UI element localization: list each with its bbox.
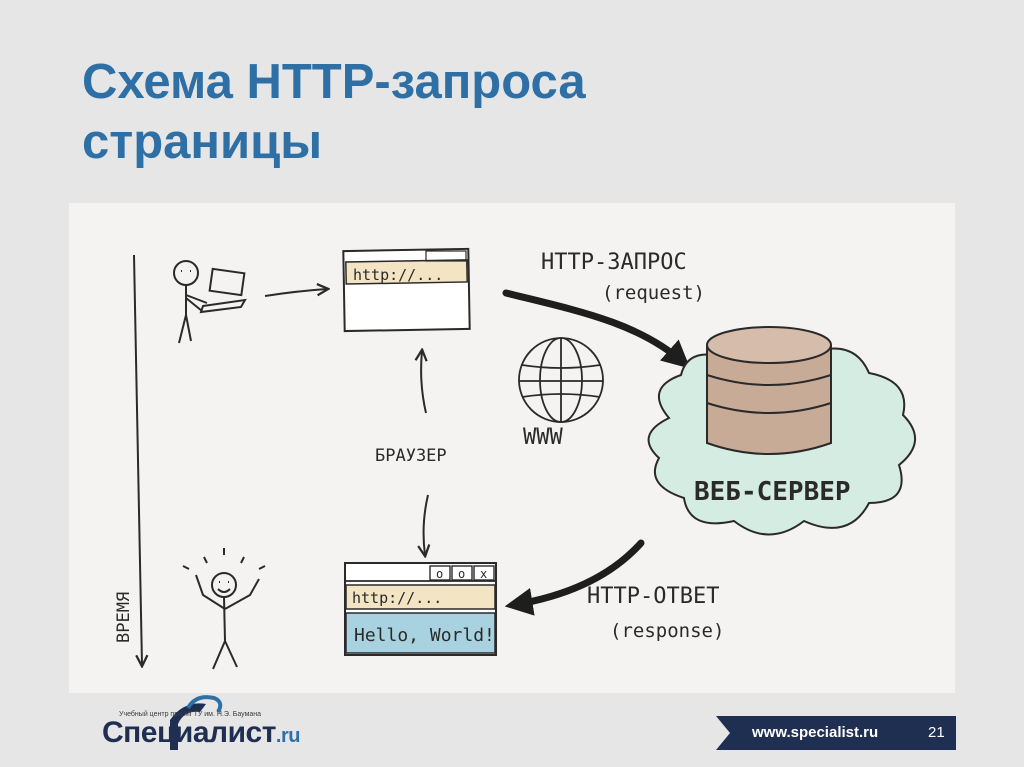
happy-user-icon (182, 548, 266, 670)
footer-bar (716, 716, 956, 750)
window-controls: o o x (429, 565, 495, 581)
page-number: 21 (928, 724, 945, 741)
footer-chevron (716, 716, 730, 750)
logo-name: Специалист (102, 716, 276, 749)
request-url-text: http://... (353, 266, 443, 284)
user-with-laptop-icon (173, 260, 247, 344)
time-label: ВРЕМЯ (114, 592, 134, 643)
minimize-icon: o (436, 567, 443, 581)
browser-window-response: o o x http://... Hello, World! (344, 562, 497, 656)
specialist-logo-icon (170, 695, 223, 750)
database-icon (706, 326, 832, 455)
close-icon: x (480, 567, 487, 581)
browser-window-request: http://... (342, 247, 471, 333)
arrow-browser-up (421, 351, 426, 414)
diagram-canvas: ВРЕМЯ http://... БРАУЗЕР HTTP-ЗАПРОС (re… (114, 247, 917, 670)
time-axis: ВРЕМЯ (114, 254, 142, 665)
browser-label: БРАУЗЕР (375, 446, 447, 466)
logo-wordmark: Специалист.ru (102, 716, 300, 750)
request-label: HTTP-ЗАПРОС (541, 250, 687, 275)
arrow-user-to-browser (264, 289, 327, 297)
globe-icon (518, 337, 604, 423)
response-label: HTTP-ОТВЕТ (587, 584, 719, 609)
logo-suffix: .ru (275, 725, 301, 747)
footer-url-link[interactable]: www.specialist.ru (752, 724, 879, 741)
maximize-icon: o (458, 567, 465, 581)
hello-world-text: Hello, World! (354, 625, 495, 646)
response-url-text: http://... (352, 589, 442, 607)
www-label: WWW (523, 425, 563, 450)
title-line-1: Схема HTTP-запроса (82, 55, 586, 109)
arrow-browser-down (424, 494, 428, 555)
request-sublabel: (request) (602, 282, 705, 304)
slide-title: Схема HTTP-запроса страницы (82, 52, 842, 172)
server-label: ВЕБ-СЕРВЕР (694, 477, 851, 507)
request-arrow (502, 289, 691, 369)
logo-tagline: Учебный центр при МГТУ им. Н.Э. Баумана (119, 711, 262, 718)
title-line-2: страницы (82, 115, 323, 169)
response-arrow (504, 539, 645, 616)
response-sublabel: (response) (610, 620, 724, 642)
http-diagram: ВРЕМЯ http://... БРАУЗЕР HTTP-ЗАПРОС (re… (69, 203, 955, 693)
